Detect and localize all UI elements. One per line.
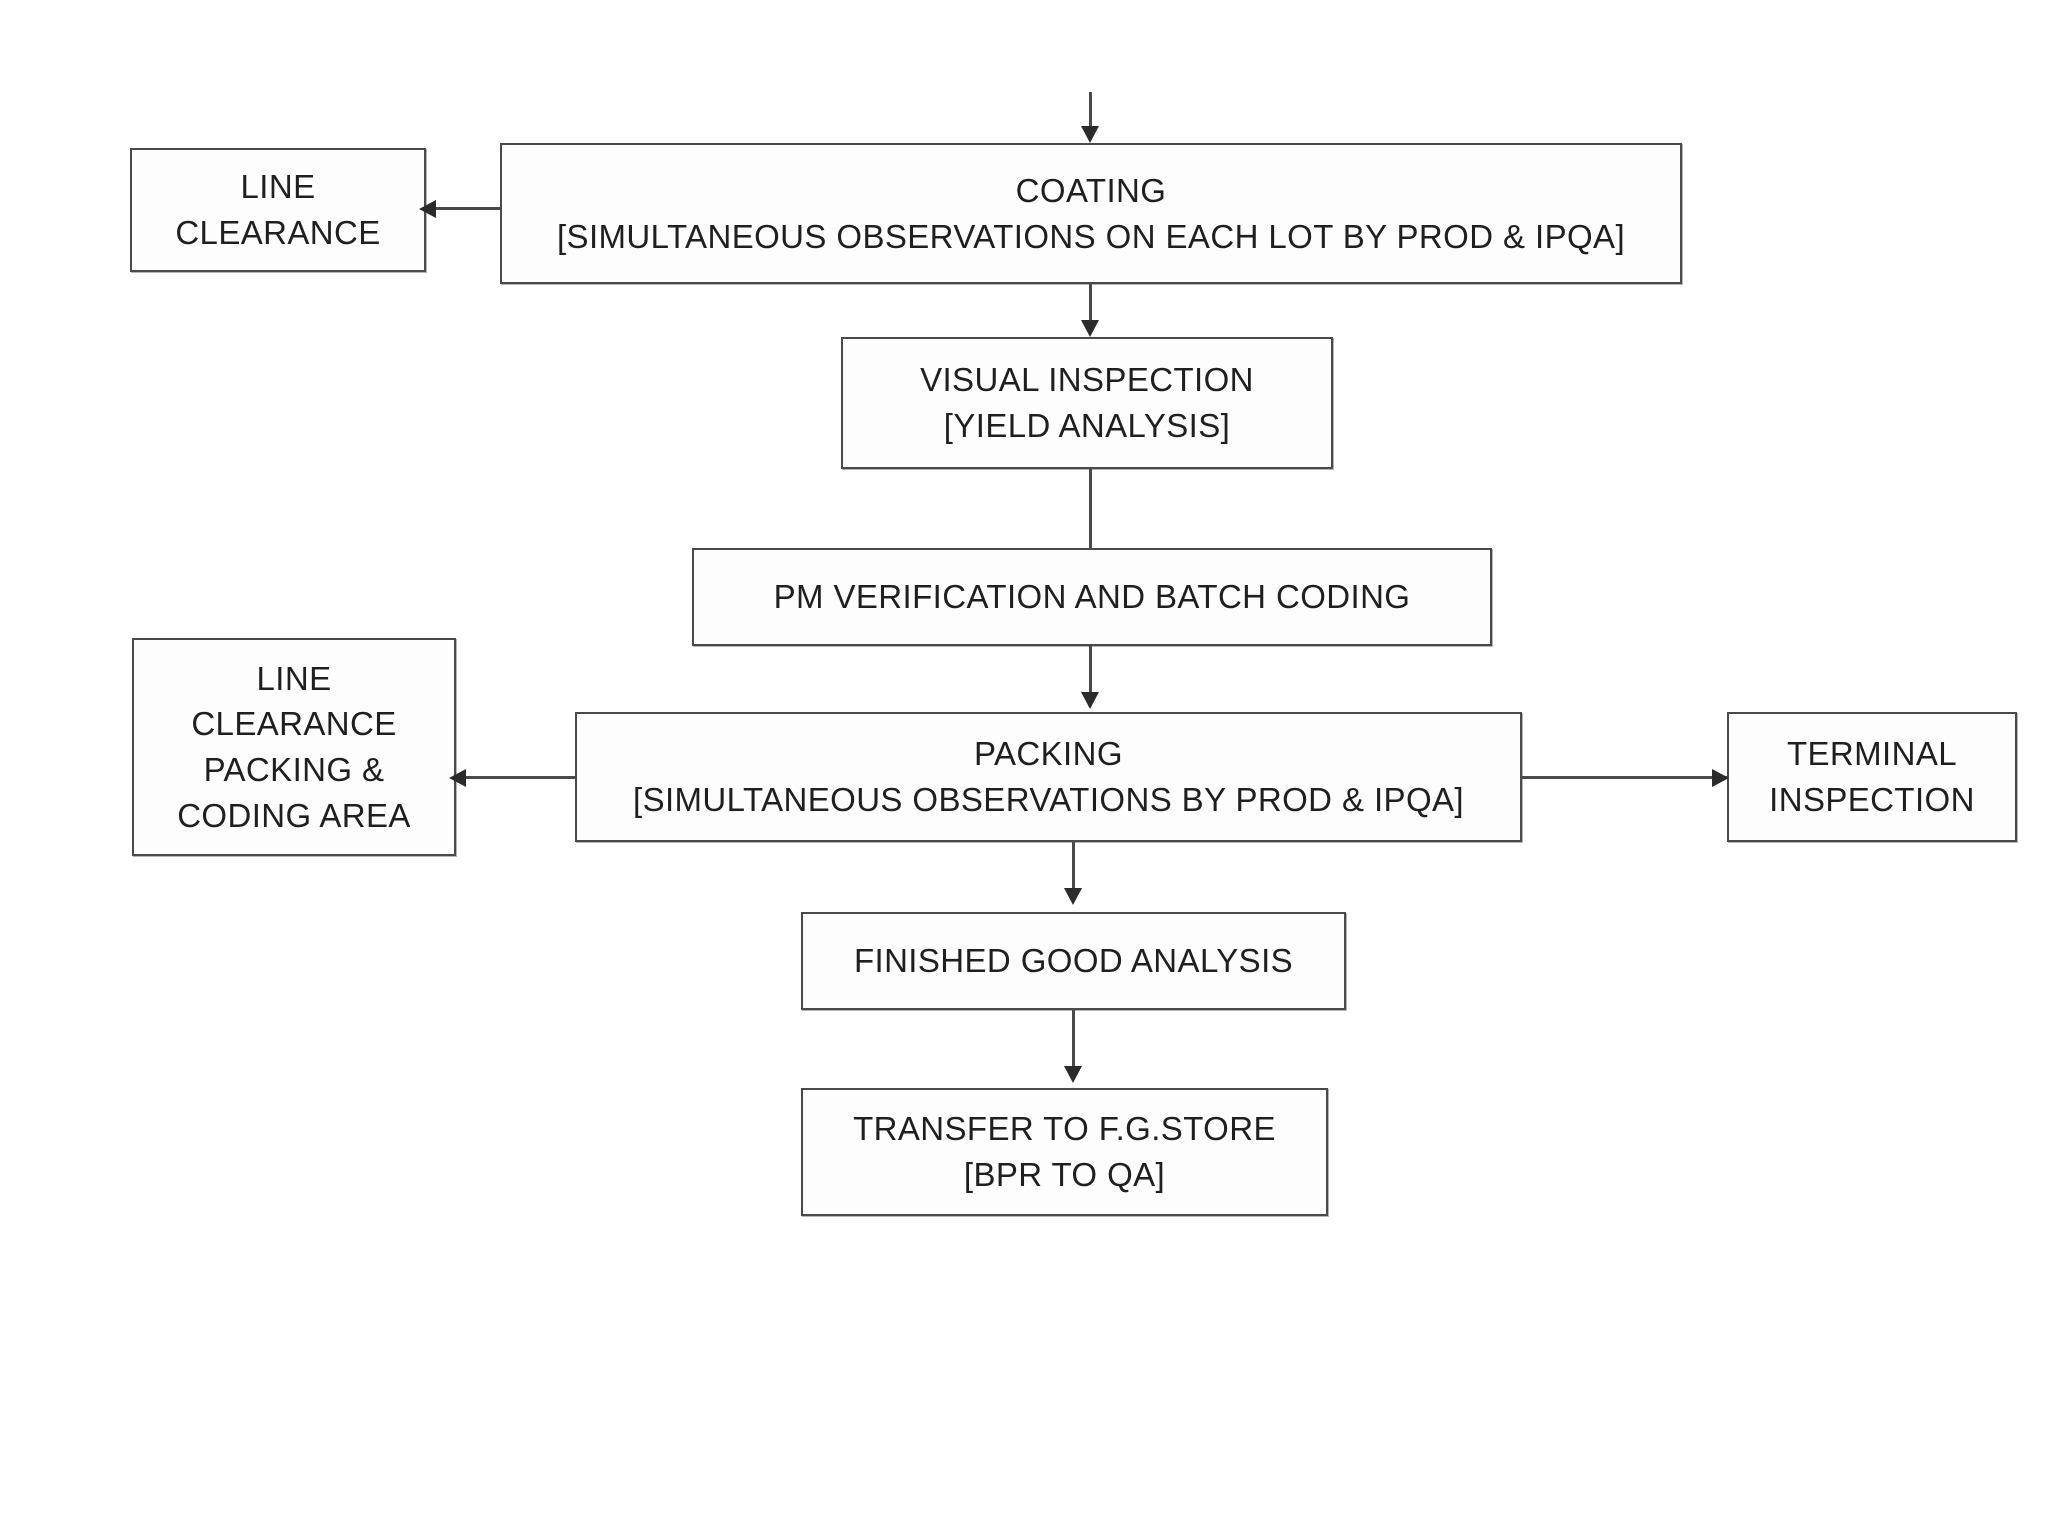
connector-coating-to-line-clearance — [426, 207, 502, 210]
connector-finished-good-to-transfer-fg-store — [1072, 1010, 1075, 1068]
node-terminal-inspection-line-1: TERMINAL — [1786, 735, 1958, 773]
arrowhead-left-icon-coating-to-line-clearance — [419, 200, 436, 218]
node-packing-line-2: [SIMULTANEOUS OBSERVATIONS BY PROD & IPQ… — [633, 781, 1464, 818]
node-line-clearance-packing-line-3: PACKING & — [203, 751, 385, 788]
node-transfer-to-fg-store[interactable]: TRANSFER TO F.G.STORE [BPR TO QA] — [801, 1088, 1328, 1216]
node-packing-line-1: PACKING — [974, 735, 1123, 773]
connector-coating-to-visual-inspection — [1089, 284, 1092, 324]
node-finished-good-analysis-line-1: FINISHED GOOD ANALYSIS — [853, 942, 1294, 980]
arrowhead-left-icon-packing-to-line-clearance-packing — [449, 769, 466, 787]
connector-packing-to-terminal-inspection — [1522, 776, 1729, 779]
node-line-clearance-packing-line-4: CODING AREA — [177, 796, 411, 834]
node-line-clearance[interactable]: LINE CLEARANCE — [130, 148, 426, 272]
node-packing[interactable]: PACKING [SIMULTANEOUS OBSERVATIONS BY PR… — [575, 712, 1522, 842]
arrowhead-down-icon-finished-good-to-transfer-fg-store — [1064, 1066, 1082, 1083]
node-finished-good-analysis[interactable]: FINISHED GOOD ANALYSIS — [801, 912, 1346, 1010]
arrowhead-down-icon-coating-to-visual-inspection — [1081, 320, 1099, 337]
node-pm-verification[interactable]: PM VERIFICATION AND BATCH CODING — [692, 548, 1492, 646]
node-visual-inspection-line-2: [YIELD ANALYSIS] — [943, 407, 1231, 444]
node-coating-line-2: [SIMULTANEOUS OBSERVATIONS ON EACH LOT B… — [556, 217, 1626, 255]
node-terminal-inspection-line-2: INSPECTION — [1769, 781, 1975, 818]
node-transfer-to-fg-store-line-2: [BPR TO QA] — [963, 1156, 1166, 1193]
arrowhead-down-icon-entry-to-coating — [1081, 126, 1099, 143]
node-visual-inspection-line-1: VISUAL INSPECTION — [920, 361, 1254, 399]
connector-entry-to-coating — [1089, 92, 1092, 128]
node-line-clearance-line-1: LINE — [240, 168, 316, 206]
arrowhead-down-icon-packing-to-finished-good-analysis — [1064, 888, 1082, 905]
node-coating[interactable]: COATING [SIMULTANEOUS OBSERVATIONS ON EA… — [500, 143, 1682, 284]
node-line-clearance-packing-coding-area[interactable]: LINE CLEARANCE PACKING & CODING AREA — [132, 638, 456, 856]
arrowhead-down-icon-pm-verification-to-packing — [1081, 692, 1099, 709]
node-pm-verification-line-1: PM VERIFICATION AND BATCH CODING — [773, 578, 1411, 616]
connector-pm-verification-to-packing — [1089, 646, 1092, 694]
node-transfer-to-fg-store-line-1: TRANSFER TO F.G.STORE — [853, 1110, 1276, 1148]
connector-packing-to-line-clearance-packing — [456, 776, 577, 779]
node-line-clearance-packing-line-2: CLEARANCE — [191, 705, 397, 743]
connector-visual-inspection-to-pm-verification — [1089, 469, 1092, 548]
arrowhead-right-icon-packing-to-terminal-inspection — [1712, 769, 1729, 787]
node-terminal-inspection[interactable]: TERMINAL INSPECTION — [1727, 712, 2017, 842]
node-line-clearance-packing-line-1: LINE — [256, 659, 332, 697]
connector-packing-to-finished-good-analysis — [1072, 842, 1075, 892]
node-line-clearance-line-2: CLEARANCE — [175, 214, 381, 251]
node-visual-inspection[interactable]: VISUAL INSPECTION [YIELD ANALYSIS] — [841, 337, 1333, 469]
node-coating-line-1: COATING — [1015, 171, 1167, 209]
